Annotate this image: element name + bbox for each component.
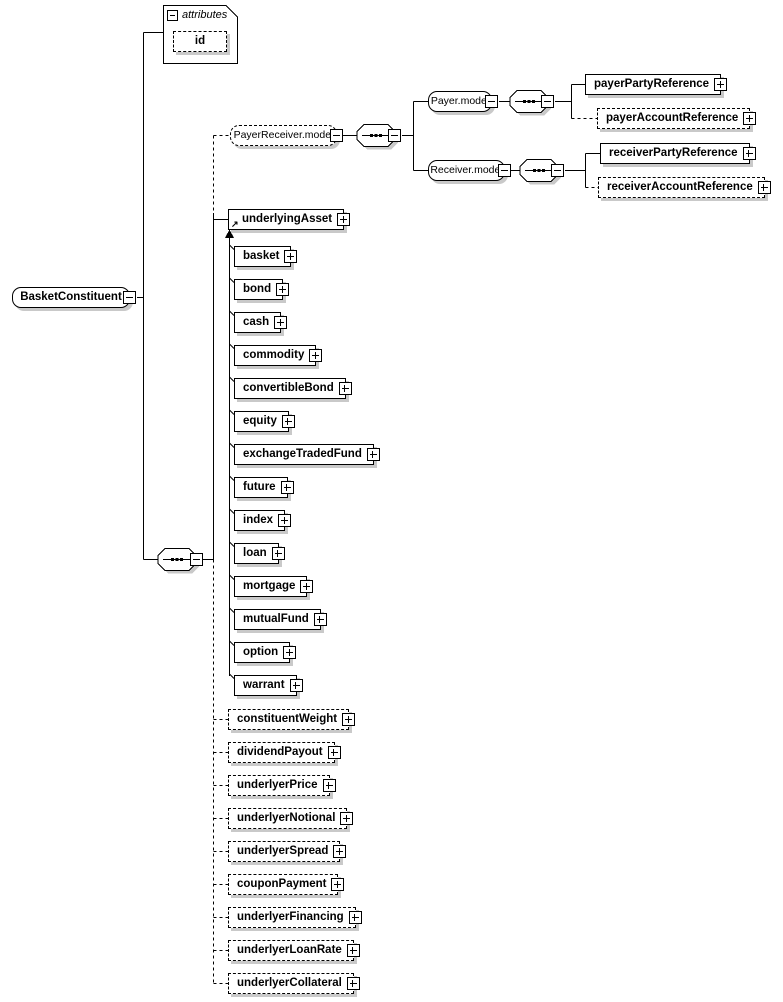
model-group-Receiver[interactable]: Receiver.model [428, 160, 511, 181]
expand-icon[interactable] [278, 514, 292, 527]
collapse-icon[interactable] [123, 291, 136, 304]
element-couponPayment[interactable]: couponPayment [228, 874, 345, 895]
model-group-PayerReceiver[interactable]: PayerReceiver.model [230, 125, 343, 146]
element-exchangeTradedFund[interactable]: exchangeTradedFund [234, 444, 380, 465]
element-warrant[interactable]: warrant [234, 675, 303, 696]
collapse-icon[interactable] [541, 95, 554, 108]
element-payerPartyReference[interactable]: payerPartyReference [585, 74, 728, 95]
element-mutualFund[interactable]: mutualFund [234, 609, 327, 630]
expand-icon[interactable] [276, 283, 290, 296]
element-underlyerFinancing[interactable]: underlyerFinancing [228, 907, 362, 928]
expand-icon[interactable] [338, 382, 352, 395]
expand-icon[interactable] [271, 547, 285, 560]
element-underlyerLoanRate[interactable]: underlyerLoanRate [228, 940, 360, 961]
element-future[interactable]: future [234, 477, 294, 498]
expand-icon[interactable] [289, 679, 303, 692]
model-group-Payer[interactable]: Payer.model [428, 91, 498, 112]
expand-icon[interactable] [284, 250, 298, 263]
collapse-icon[interactable] [330, 129, 343, 142]
expand-icon[interactable] [274, 316, 288, 329]
substitution-group-arrow-icon: ↗ [231, 219, 239, 229]
expand-icon[interactable] [340, 812, 354, 825]
expand-icon[interactable] [300, 580, 314, 593]
expand-icon[interactable] [348, 911, 362, 924]
element-receiverAccountReference[interactable]: receiverAccountReference [598, 177, 771, 198]
expand-icon[interactable] [331, 878, 345, 891]
expand-icon[interactable] [281, 415, 295, 428]
expand-icon[interactable] [742, 147, 756, 160]
expand-icon[interactable] [327, 746, 341, 759]
substitution-arrowhead-icon [225, 229, 234, 238]
element-underlyerNotional[interactable]: underlyerNotional [228, 808, 354, 829]
element-loan[interactable]: loan [234, 543, 285, 564]
root-element-BasketConstituent[interactable]: BasketConstituent [12, 287, 136, 308]
element-mortgage[interactable]: mortgage [234, 576, 314, 597]
expand-icon[interactable] [714, 78, 728, 91]
element-convertibleBond[interactable]: convertibleBond [234, 378, 352, 399]
collapse-icon[interactable] [167, 10, 178, 21]
expand-icon[interactable] [346, 944, 360, 957]
collapse-icon[interactable] [551, 164, 564, 177]
expand-icon[interactable] [333, 845, 347, 858]
element-bond[interactable]: bond [234, 279, 290, 300]
collapse-icon[interactable] [388, 129, 401, 142]
expand-icon[interactable] [337, 213, 351, 226]
expand-icon[interactable] [743, 112, 757, 125]
collapse-icon[interactable] [485, 95, 498, 108]
expand-icon[interactable] [313, 613, 327, 626]
attributes-header: attributes [182, 9, 228, 21]
sequence-compositor[interactable] [157, 548, 199, 574]
element-cash[interactable]: cash [234, 312, 288, 333]
expand-icon[interactable] [342, 713, 356, 726]
element-dividendPayout[interactable]: dividendPayout [228, 742, 341, 763]
expand-icon[interactable] [366, 448, 380, 461]
element-underlyerSpread[interactable]: underlyerSpread [228, 841, 347, 862]
expand-icon[interactable] [309, 349, 323, 362]
sequence-compositor[interactable] [356, 124, 398, 150]
element-equity[interactable]: equity [234, 411, 295, 432]
element-underlyingAsset[interactable]: ↗ underlyingAsset [228, 209, 351, 230]
expand-icon[interactable] [280, 481, 294, 494]
expand-icon[interactable] [322, 779, 336, 792]
element-receiverPartyReference[interactable]: receiverPartyReference [600, 143, 756, 164]
attribute-id[interactable]: id [173, 31, 227, 52]
collapse-icon[interactable] [498, 164, 511, 177]
element-constituentWeight[interactable]: constituentWeight [228, 709, 356, 730]
expand-icon[interactable] [757, 181, 771, 194]
element-basket[interactable]: basket [234, 246, 298, 267]
element-commodity[interactable]: commodity [234, 345, 323, 366]
expand-icon[interactable] [283, 646, 297, 659]
element-underlyerPrice[interactable]: underlyerPrice [228, 775, 336, 796]
element-payerAccountReference[interactable]: payerAccountReference [597, 108, 757, 129]
expand-icon[interactable] [346, 977, 360, 990]
element-index[interactable]: index [234, 510, 292, 531]
element-option[interactable]: option [234, 642, 297, 663]
element-underlyerCollateral[interactable]: underlyerCollateral [228, 973, 360, 994]
collapse-icon[interactable] [190, 553, 203, 566]
